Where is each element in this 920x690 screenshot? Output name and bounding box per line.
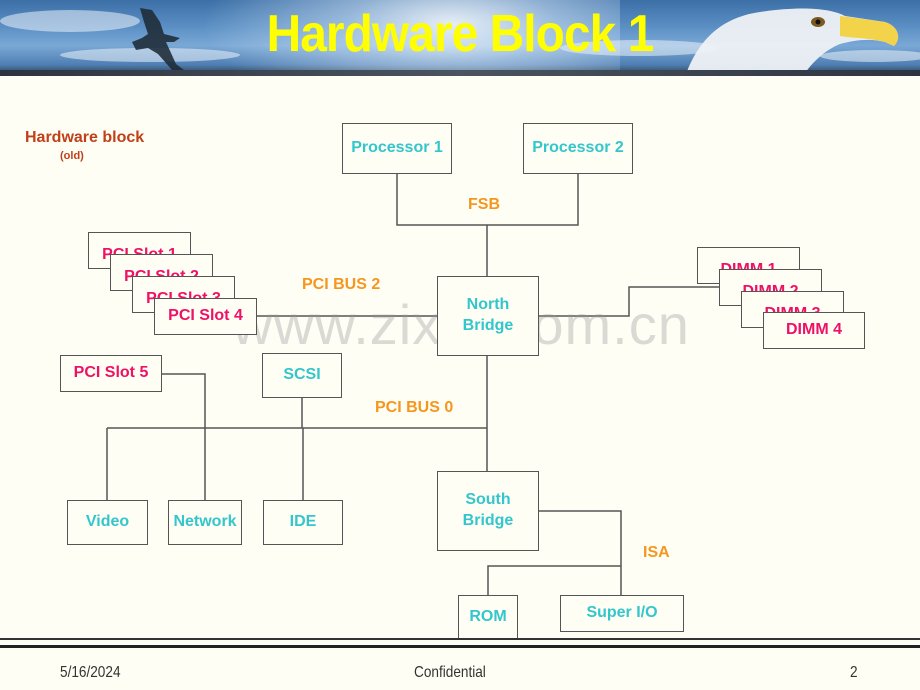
pci-bus-0-label: PCI BUS 0	[375, 399, 454, 416]
diagram-subtitle-note: (old)	[60, 150, 84, 162]
sky-glow	[200, 0, 620, 76]
pci-slot-5-box: PCI Slot 5	[60, 355, 162, 392]
north-bridge-label-line-1: North	[466, 296, 510, 314]
network-label: Network	[173, 513, 237, 531]
cloud	[0, 10, 140, 32]
pci-slot-4-box: PCI Slot 4	[154, 298, 257, 335]
cloud	[60, 48, 240, 62]
pci-slot-5-label: PCI Slot 5	[73, 364, 149, 382]
cloud	[560, 40, 720, 56]
dimm-4-box: DIMM 4	[763, 312, 865, 349]
video-label: Video	[85, 513, 130, 531]
video-box: Video	[67, 500, 148, 545]
south-bridge-box: South Bridge	[437, 471, 539, 551]
pci-slot-5-line	[161, 373, 206, 500]
north-bridge-box: North Bridge	[437, 276, 539, 356]
scsi-box: SCSI	[262, 353, 342, 398]
ide-label: IDE	[289, 513, 317, 531]
rom-line	[487, 565, 621, 595]
scsi-label: SCSI	[283, 366, 321, 384]
dimm-4-label: DIMM 4	[786, 321, 842, 339]
ide-box: IDE	[263, 500, 343, 545]
south-bridge-label-line-1: South	[465, 491, 511, 509]
pci-slot-4-label: PCI Slot 4	[168, 307, 243, 325]
north-bridge-label-line-2: Bridge	[462, 317, 514, 334]
rom-label: ROM	[469, 607, 507, 625]
south-bridge-label-line-2: Bridge	[462, 512, 514, 529]
cloud	[820, 50, 920, 62]
eagle-head-icon	[685, 8, 899, 76]
super-io-label: Super I/O	[586, 604, 658, 622]
diagram-subtitle: Hardware block	[25, 129, 145, 146]
title-banner: Hardware Block 1	[0, 0, 920, 76]
slide-title: Hardware Block 1	[266, 5, 655, 63]
pci-bus-2-label: PCI BUS 2	[302, 276, 381, 293]
isa-line	[538, 510, 622, 595]
memory-bus-line	[538, 286, 720, 317]
network-box: Network	[168, 500, 242, 545]
fsb-label: FSB	[468, 196, 500, 213]
isa-label: ISA	[643, 544, 670, 561]
processor-2-box: Processor 2	[523, 123, 633, 174]
footer-date: 5/16/2024	[60, 664, 121, 681]
processor-1-label: Processor 1	[351, 139, 443, 157]
processor-1-box: Processor 1	[342, 123, 452, 174]
flying-eagle-icon	[132, 8, 184, 70]
footer-divider-thick	[0, 645, 920, 648]
rom-box: ROM	[458, 595, 518, 639]
footer-divider-thin	[0, 638, 920, 640]
horizon	[0, 70, 920, 76]
footer-page-number: 2	[850, 664, 858, 681]
footer-confidential: Confidential	[414, 664, 486, 681]
processor-2-label: Processor 2	[532, 139, 624, 157]
super-io-box: Super I/O	[560, 595, 684, 632]
